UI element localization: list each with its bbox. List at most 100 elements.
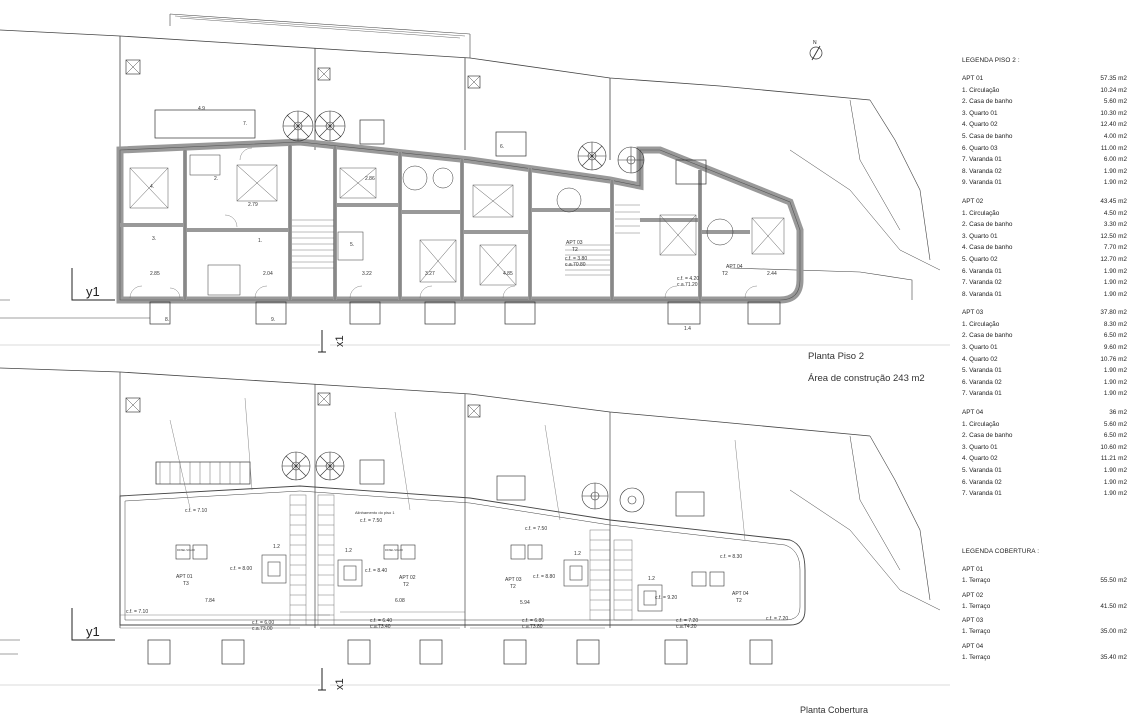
- dim-label: 2.44: [767, 271, 777, 277]
- room-number: 8.: [165, 317, 169, 323]
- level-mark: c.a.74.20: [676, 624, 697, 630]
- dim-label: 1.2: [648, 576, 655, 582]
- apt-tag-type: T2: [510, 584, 516, 590]
- level-mark: c.f. = 7.50: [360, 518, 382, 524]
- level-mark: c.f. = 8.40: [365, 568, 387, 574]
- level-mark: c.f. = 8.30: [720, 554, 742, 560]
- legend-heading: LEGENDA PISO 2 :: [962, 57, 1020, 64]
- level-mark: c.f. = 6.80: [522, 618, 544, 624]
- room-number: 9.: [271, 317, 275, 323]
- level-mark: c.a.73.80: [522, 624, 543, 630]
- dim-label: 1.4: [684, 326, 691, 332]
- apt-tag-type: T2: [403, 582, 409, 588]
- dim-label: 1.2: [574, 551, 581, 557]
- room-number: 5.: [350, 242, 354, 248]
- markers: y1 y1 x1 x1 N: [86, 40, 823, 690]
- level-mark: c.f. = 6.40: [370, 618, 392, 624]
- plan-floor-2-title: Planta Piso 2: [808, 351, 864, 362]
- apt-tag-name: APT 02: [399, 575, 416, 581]
- dim-label: 2.85: [150, 271, 160, 277]
- apt-tag-name: APT 04: [732, 591, 749, 597]
- dim-label: 6.08: [395, 598, 405, 604]
- apt-tag-type: T2: [736, 598, 742, 604]
- plan-roof-labels: APT 01 T3 APT 02 T2 APT 03 T2 APT 04 T2 …: [126, 508, 788, 632]
- apt-tag-name: APT 03: [505, 577, 522, 583]
- architectural-drawing: 4.9 2.85 2.04 3.22 3.27 4.85 2.44 2.79 2…: [0, 13, 950, 715]
- roof-note: Alinhamento do piso 1: [355, 510, 395, 515]
- level-mark: c.f. = 7.20: [766, 616, 788, 622]
- level-mark: c.f. = 7.10: [126, 609, 148, 615]
- dim-label: 4.9: [198, 106, 205, 112]
- apt-tag-type: T2: [722, 271, 728, 277]
- plan-floor-2-area: Área de construção 243 m2: [808, 373, 925, 384]
- dim-label: 1.2: [345, 548, 352, 554]
- room-number: 1.: [258, 238, 262, 244]
- dim-label: 7.84: [205, 598, 215, 604]
- level-mark: c.f. = 7.20: [676, 618, 698, 624]
- room-number: 7.: [243, 121, 247, 127]
- apt-tag-name: APT 03: [566, 240, 583, 246]
- plan-floor-2: [0, 13, 950, 353]
- dim-label: 3.27: [425, 271, 435, 277]
- plan-roof-title: Planta Cobertura: [800, 705, 868, 715]
- section-marker-y1: y1: [86, 284, 100, 299]
- dim-label: 3.22: [362, 271, 372, 277]
- dim-label: 2.86: [365, 176, 375, 182]
- dim-label: 1.2: [273, 544, 280, 550]
- level-mark: c.f. = 6.00: [252, 620, 274, 626]
- section-marker-x1: x1: [334, 335, 346, 347]
- level-mark: c.a.73.40: [370, 624, 391, 630]
- apt-tag-name: APT 04: [726, 264, 743, 270]
- apt-tag-type: T2: [572, 247, 578, 253]
- level-mark: c.f. = 7.50: [525, 526, 547, 532]
- legend-roof-heading: LEGENDA COBERTURA :: [962, 548, 1040, 555]
- plan-roof: [0, 367, 950, 691]
- north-arrow-icon: N: [809, 40, 823, 61]
- level-mark: c.a.73.00: [252, 626, 273, 632]
- dim-label: 5.94: [520, 600, 530, 606]
- room-number: 3.: [152, 236, 156, 242]
- level-mark: c.f. = 4.20: [677, 276, 699, 282]
- level-mark: c.a.70.80: [565, 262, 586, 268]
- panel-label: PAINEL SOLAR: [177, 549, 195, 552]
- level-mark: c.f. = 8.00: [230, 566, 252, 572]
- level-mark: c.f. = 9.20: [655, 595, 677, 601]
